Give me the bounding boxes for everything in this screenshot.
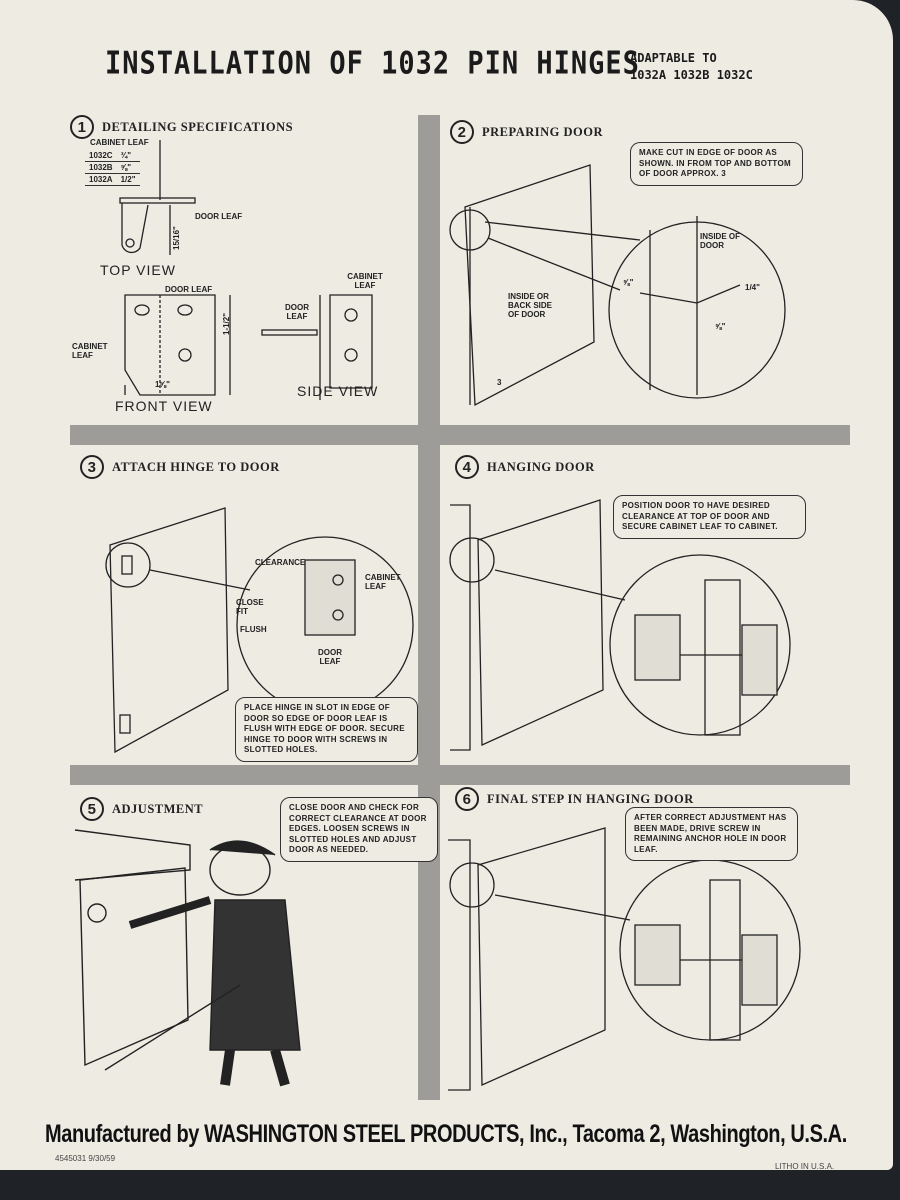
front-width-dimension: 1⅝": [155, 380, 170, 389]
model: 1032A: [85, 173, 117, 186]
adjustment-illustration: [74, 829, 301, 1087]
litho-label: LITHO IN U.S.A.: [775, 1162, 835, 1171]
step-2-heading: 2 PREPARING DOOR: [450, 120, 603, 144]
final-step-note: AFTER CORRECT ADJUSTMENT HAS BEEN MADE, …: [625, 807, 798, 861]
side-cabinet-leaf-label: CABINET LEAF: [347, 272, 383, 290]
side-view-label: SIDE VIEW: [297, 383, 379, 399]
print-code: 4545031 9/30/59: [55, 1154, 116, 1163]
hanging-door-drawing: [449, 499, 791, 751]
model: 1032C: [85, 150, 117, 162]
step-number: 2: [450, 120, 474, 144]
offset-dimension: 3: [497, 378, 502, 387]
manufacturer-line: Manufactured by WASHINGTON STEEL PRODUCT…: [45, 1120, 847, 1148]
size: ⅝": [116, 161, 140, 174]
adjustment-note: CLOSE DOOR AND CHECK FOR CORRECT CLEARAN…: [280, 797, 438, 862]
size: 1/2": [116, 173, 140, 186]
preparing-door-drawing: [449, 164, 786, 407]
step-1-heading: 1 DETAILING SPECIFICATIONS: [70, 115, 293, 139]
model: 1032B: [85, 161, 117, 174]
step-number: 3: [80, 455, 104, 479]
size: ¾": [116, 150, 140, 162]
close-fit-label: CLOSE FIT: [236, 598, 264, 616]
step-title: ATTACH HINGE TO DOOR: [112, 459, 280, 474]
inside-of-door-label: INSIDE OF DOOR: [700, 232, 741, 250]
cut-depth-dimension: ⅝": [623, 278, 634, 287]
clearance-label: CLEARANCE: [255, 558, 306, 567]
step-number: 5: [80, 797, 104, 821]
front-cabinet-leaf-label: CABINET LEAF: [72, 342, 108, 360]
cut-width-dimension: ⅝": [715, 322, 726, 331]
door-leaf-label: DOOR LEAF: [318, 648, 342, 666]
front-door-leaf-label: DOOR LEAF: [165, 285, 213, 294]
divider-horizontal-1: [70, 425, 850, 445]
cabinet-leaf-label: CABINET LEAF: [90, 138, 149, 147]
step-number: 6: [455, 787, 479, 811]
top-view-label: TOP VIEW: [100, 262, 176, 278]
instruction-sheet: INSTALLATION OF 1032 PIN HINGES ADAPTABL…: [0, 0, 893, 1171]
door-leaf-label: DOOR LEAF: [195, 212, 243, 221]
side-door-leaf-label: DOOR LEAF: [285, 303, 309, 321]
step-number: 4: [455, 455, 479, 479]
adaptable-label: ADAPTABLE TO: [630, 51, 717, 65]
cabinet-leaf-label: CABINET LEAF: [365, 573, 401, 591]
step-title: DETAILING SPECIFICATIONS: [102, 119, 294, 134]
cut-height-dimension: 1/4": [745, 283, 760, 292]
attach-hinge-note: PLACE HINGE IN SLOT IN EDGE OF DOOR SO E…: [235, 697, 418, 762]
hanging-door-note: POSITION DOOR TO HAVE DESIRED CLEARANCE …: [613, 495, 806, 539]
final-step-drawing: [448, 827, 801, 1091]
step-6-heading: 6 FINAL STEP IN HANGING DOOR: [455, 787, 694, 811]
front-view-label: FRONT VIEW: [115, 398, 213, 414]
divider-horizontal-2: [70, 765, 850, 785]
page-title: INSTALLATION OF 1032 PIN HINGES: [105, 45, 640, 82]
adaptable-models: ADAPTABLE TO 1032A 1032B 1032C: [630, 50, 753, 84]
inside-back-side-label: INSIDE OR BACK SIDE OF DOOR: [508, 292, 553, 319]
flush-label: FLUSH: [240, 625, 267, 634]
step-title: ADJUSTMENT: [112, 801, 204, 816]
hinge-specification-drawing: [119, 140, 373, 400]
step-title: FINAL STEP IN HANGING DOOR: [487, 791, 694, 806]
step-3-heading: 3 ATTACH HINGE TO DOOR: [80, 455, 280, 479]
step-5-heading: 5 ADJUSTMENT: [80, 797, 203, 821]
step-number: 1: [70, 115, 94, 139]
step-title: PREPARING DOOR: [482, 124, 604, 139]
step-4-heading: 4 HANGING DOOR: [455, 455, 595, 479]
adaptable-list: 1032A 1032B 1032C: [630, 68, 753, 82]
step-title: HANGING DOOR: [487, 459, 595, 474]
preparing-door-note: MAKE CUT IN EDGE OF DOOR AS SHOWN. IN FR…: [630, 142, 803, 186]
